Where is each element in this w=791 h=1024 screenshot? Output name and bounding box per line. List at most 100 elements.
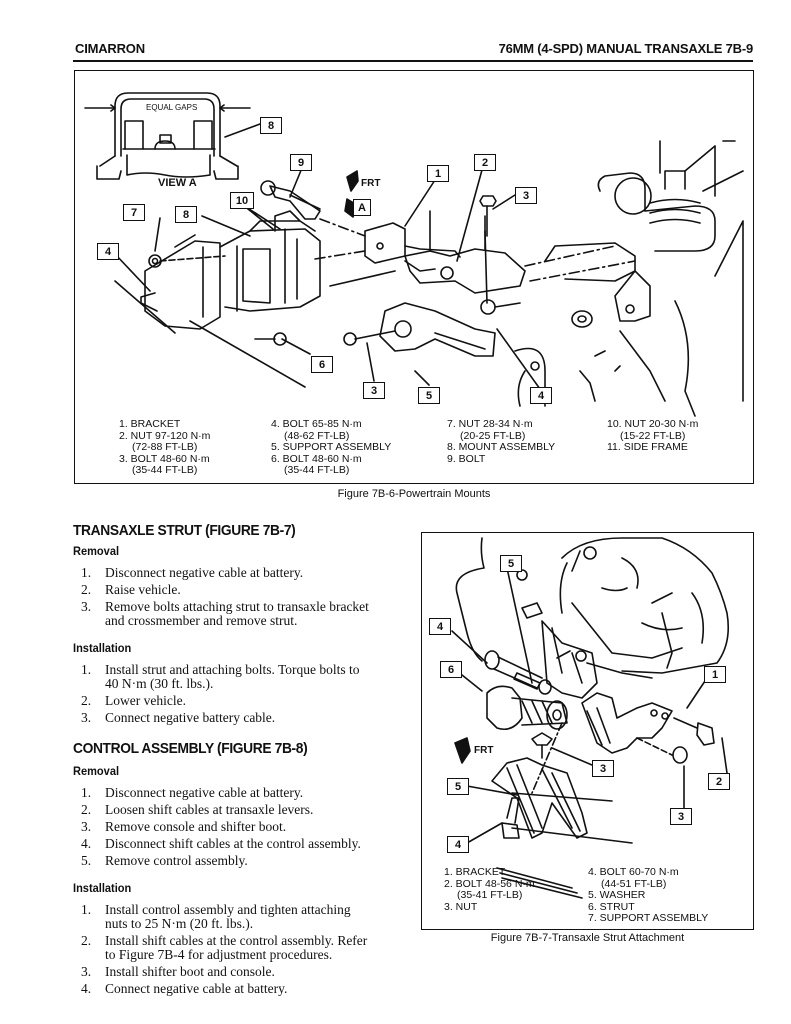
legend-item: 4. BOLT 60-70 N·m xyxy=(588,866,679,878)
legend-item-sub: (44-51 FT-LB) xyxy=(601,877,667,890)
callout-5-top: 5 xyxy=(500,555,522,572)
callout-3-top: 3 xyxy=(515,187,537,204)
installation-steps-control: 1.Install control assembly and tighten a… xyxy=(73,903,413,999)
legend-column-1: 1. BRACKET 2. NUT 97-120 N·m (72-88 FT-L… xyxy=(119,418,211,477)
callout-3-upper: 3 xyxy=(592,760,614,777)
callout-3-lower: 3 xyxy=(670,808,692,825)
bracket xyxy=(581,692,715,764)
callout-5: 5 xyxy=(418,387,440,404)
removal-steps-control: 1.Disconnect negative cable at battery. … xyxy=(73,786,413,871)
legend-item-sub: (72-88 FT-LB) xyxy=(132,441,198,453)
frt-label: FRT xyxy=(361,178,381,189)
legend-item: 3. BOLT 48-60 N·m xyxy=(119,452,210,465)
step-item: 4.Connect negative cable at battery. xyxy=(81,981,288,996)
legend-item-sub: (35-44 FT-LB) xyxy=(132,464,198,476)
subheading-installation: Installation xyxy=(73,881,132,895)
step-item: 3.Install shifter boot and console. xyxy=(81,964,275,979)
callout-1: 1 xyxy=(427,165,449,182)
legend-item: 8. MOUNT ASSEMBLY xyxy=(447,441,556,453)
header-section-page: 76MM (4-SPD) MANUAL TRANSAXLE 7B-9 xyxy=(498,41,754,56)
callout-10: 10 xyxy=(230,192,254,209)
legend-item: 5. SUPPORT ASSEMBLY xyxy=(271,441,392,453)
legend-item: 11. SIDE FRAME xyxy=(607,441,688,453)
step-item: 3.Remove console and shifter boot. xyxy=(81,819,287,834)
figure-caption-7b-7: Figure 7B-7-Transaxle Strut Attachment xyxy=(490,932,685,944)
strut-bolt xyxy=(484,650,552,695)
callout-4-right: 4 xyxy=(530,387,552,404)
step-item: 2.Loosen shift cables at transaxle lever… xyxy=(81,802,314,817)
step-item: 4.Disconnect shift cables at the control… xyxy=(81,836,361,851)
bracket-1 xyxy=(364,222,461,272)
step-item: 1.Install strut and attaching bolts. Tor… xyxy=(81,662,360,691)
step-item: 2.Lower vehicle. xyxy=(81,693,186,708)
support-assembly xyxy=(491,722,633,899)
section-title-transaxle-strut: TRANSAXLE STRUT (FIGURE 7B-7) xyxy=(73,522,296,539)
legend-item-sub: (48-62 FT-LB) xyxy=(284,429,350,442)
callout-9: 9 xyxy=(290,154,312,171)
equal-gaps-label: EQUAL GAPS xyxy=(145,103,199,112)
legend-item: 2. BOLT 48-56 N·m xyxy=(444,877,535,890)
callout-5-lower: 5 xyxy=(447,778,469,795)
transaxle-case xyxy=(514,140,744,417)
transaxle-bracket xyxy=(404,210,636,304)
callout-4-lower: 4 xyxy=(447,836,469,853)
callout-7: 7 xyxy=(123,204,145,221)
subheading-removal: Removal xyxy=(73,764,120,778)
installation-steps-strut: 1.Install strut and attaching bolts. Tor… xyxy=(73,663,413,728)
legend-item: 10. NUT 20-30 N·m xyxy=(607,418,699,430)
legend-column-1: 1. BRACKET 2. BOLT 48-56 N·m (35-41 FT-L… xyxy=(444,866,535,913)
view-a-reference-callout: A xyxy=(353,199,371,216)
callout-2: 2 xyxy=(708,773,730,790)
legend-item-sub: (35-41 FT-LB) xyxy=(457,889,523,901)
removal-steps-strut: 1.Disconnect negative cable at battery. … xyxy=(73,566,413,631)
legend-item: 1. BRACKET xyxy=(119,418,181,430)
legend-column-3: 7. NUT 28-34 N·m (20-25 FT-LB) 8. MOUNT … xyxy=(447,418,556,465)
transaxle-strut-illustration xyxy=(451,537,730,899)
legend-item: 6. BOLT 48-60 N·m xyxy=(271,452,362,465)
support-assembly xyxy=(343,302,496,357)
header-manual-name: CIMARRON xyxy=(75,41,145,56)
legend-item: 2. NUT 97-120 N·m xyxy=(119,429,211,442)
callout-6: 6 xyxy=(311,356,333,373)
callout-3-bottom: 3 xyxy=(363,382,385,399)
step-item: 3.Connect negative battery cable. xyxy=(81,710,276,725)
legend-item: 4. BOLT 65-85 N·m xyxy=(271,418,362,430)
page-header: CIMARRON 76MM (4-SPD) MANUAL TRANSAXLE 7… xyxy=(73,38,753,62)
powertrain-mounts-illustration xyxy=(84,92,744,417)
legend-item-sub: (20-25 FT-LB) xyxy=(460,429,526,442)
legend-item-sub: (35-44 FT-LB) xyxy=(284,464,350,476)
step-item: 5.Remove control assembly. xyxy=(81,853,248,868)
step-item: 1.Disconnect negative cable at battery. xyxy=(81,785,304,800)
step-item: 3.Remove bolts attaching strut to transa… xyxy=(81,599,369,628)
callout-8: 8 xyxy=(175,206,197,223)
step-item: 2.Install shift cables at the control as… xyxy=(81,933,368,962)
legend-item-sub: (15-22 FT-LB) xyxy=(620,429,686,442)
view-a-label: VIEW A xyxy=(158,177,197,189)
legend-item: 3. NUT xyxy=(444,900,478,913)
legend-item: 1. BRACKET xyxy=(444,866,506,878)
strut xyxy=(486,685,568,731)
legend-item: 7. NUT 28-34 N·m xyxy=(447,418,533,430)
step-item: 1.Install control assembly and tighten a… xyxy=(81,902,351,931)
callout-4-top: 4 xyxy=(429,618,451,635)
step-item: 1.Disconnect negative cable at battery. xyxy=(81,565,304,580)
callout-8-view-a: 8 xyxy=(260,117,282,134)
callout-4-left: 4 xyxy=(97,243,119,260)
figure-transaxle-strut-attachment: FRT 5 4 6 1 3 2 5 3 4 1. BRACKET 2. BOLT… xyxy=(421,532,754,930)
frt-label: FRT xyxy=(474,745,494,756)
subheading-installation: Installation xyxy=(73,641,132,655)
figure-caption-7b-6: Figure 7B-6-Powertrain Mounts xyxy=(337,488,491,500)
mount-assembly xyxy=(140,180,321,330)
legend-column-2: 4. BOLT 60-70 N·m (44-51 FT-LB) 5. WASHE… xyxy=(588,866,708,925)
legend-item: 6. STRUT xyxy=(588,900,635,913)
subheading-removal: Removal xyxy=(73,544,120,558)
legend-item: 5. WASHER xyxy=(588,889,646,901)
view-a-detail xyxy=(84,92,251,180)
legend-column-4: 10. NUT 20-30 N·m (15-22 FT-LB) 11. SIDE… xyxy=(607,418,699,454)
section-title-control-assembly: CONTROL ASSEMBLY (FIGURE 7B-8) xyxy=(73,740,308,757)
callout-1: 1 xyxy=(704,666,726,683)
legend-item: 9. BOLT xyxy=(447,452,486,465)
callout-6: 6 xyxy=(440,661,462,678)
step-item: 2.Raise vehicle. xyxy=(81,582,181,597)
legend-column-2: 4. BOLT 65-85 N·m (48-62 FT-LB) 5. SUPPO… xyxy=(271,418,392,477)
